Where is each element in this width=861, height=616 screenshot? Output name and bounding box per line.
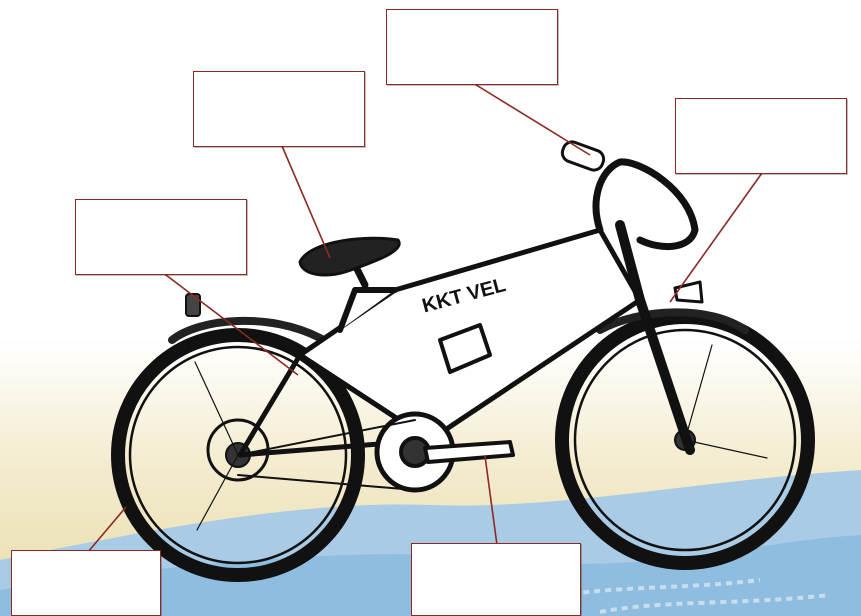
- label-box-reflector[interactable]: [75, 199, 247, 275]
- label-box-handlebar[interactable]: [386, 9, 558, 85]
- label-box-saddle[interactable]: [193, 71, 365, 147]
- label-text-saddle: [275, 105, 283, 113]
- label-text-pedal: [492, 576, 500, 584]
- label-box-pedal[interactable]: [411, 543, 581, 616]
- label-text-headlight: [757, 132, 765, 140]
- label-box-headlight[interactable]: [675, 98, 847, 174]
- rear-reflector: [186, 294, 200, 316]
- label-text-reflector: [157, 233, 165, 241]
- label-text-tyre: [82, 579, 90, 587]
- label-box-tyre[interactable]: [11, 550, 161, 616]
- label-text-handlebar: [468, 43, 476, 51]
